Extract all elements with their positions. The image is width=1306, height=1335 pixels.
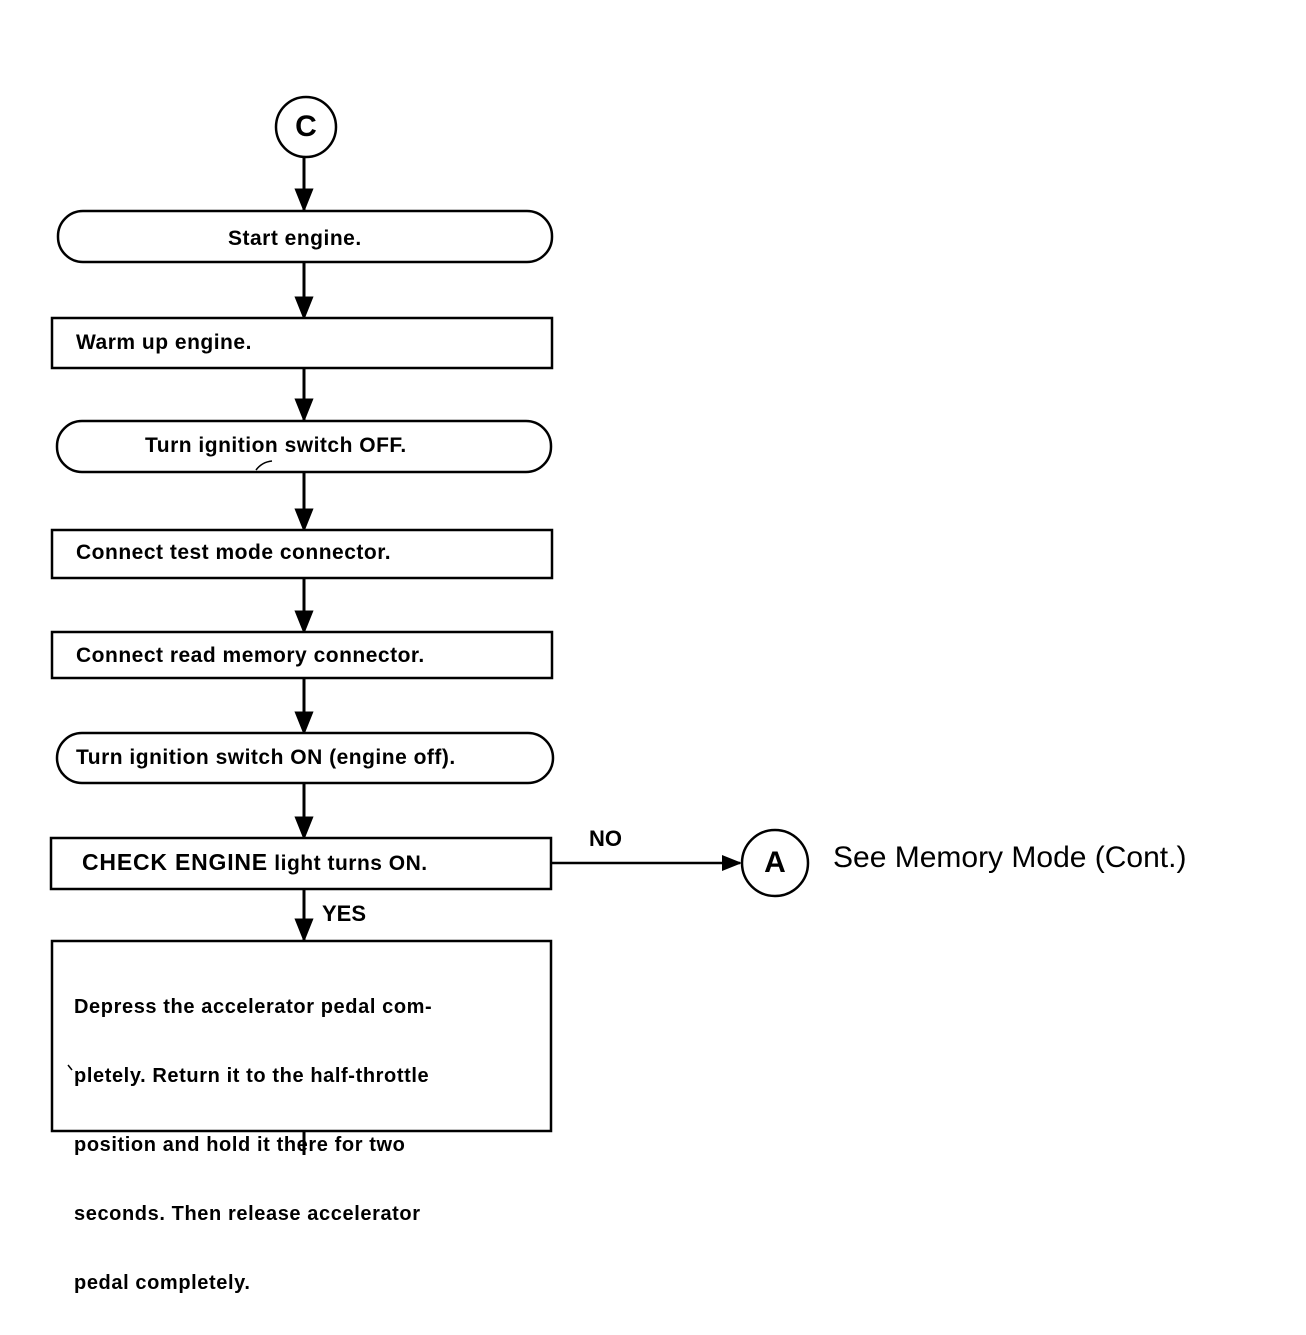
ignition-off-box [55, 419, 553, 474]
step-ignition-on: Turn ignition switch ON (engine off). [76, 746, 456, 769]
read-memory-box [50, 630, 554, 680]
final-step-line: pedal completely. [74, 1271, 251, 1294]
connector-c-circle [274, 95, 338, 159]
connector-c-label: C [295, 110, 317, 143]
ignition-on-box [55, 731, 555, 785]
flowchart-lines [49, 95, 810, 1155]
memory-mode-note: See Memory Mode (Cont.) [833, 841, 1187, 874]
stray-mark [67, 1064, 73, 1071]
step-warm-up-engine: Warm up engine. [76, 331, 252, 354]
warm-up-box [50, 316, 554, 370]
final-step-line: Depress the accelerator pedal com- [74, 995, 433, 1018]
step-connect-read-memory: Connect read memory connector. [76, 644, 425, 667]
step-start-engine: Start engine. [228, 227, 362, 250]
no-label: NO [589, 826, 622, 851]
ignition-off-tick [255, 460, 273, 471]
check-engine-rest: light turns ON. [274, 852, 428, 875]
connector-a-circle [740, 828, 810, 898]
final-step-line: position and hold it there for two [74, 1133, 406, 1156]
final-step-text: Depress the accelerator pedal com- plete… [74, 955, 432, 1335]
final-step-line: seconds. Then release accelerator [74, 1202, 421, 1225]
final-step-line: pletely. Return it to the half-throttle [74, 1064, 430, 1087]
check-engine-strong: CHECK ENGINE [82, 849, 268, 875]
step-ignition-off: Turn ignition switch OFF. [145, 434, 407, 457]
start-engine-box [56, 209, 554, 264]
test-mode-box [50, 528, 554, 580]
step-check-engine-light: CHECK ENGINE light turns ON. [82, 849, 428, 875]
step-connect-test-mode: Connect test mode connector. [76, 541, 392, 564]
depress-pedal-box [50, 939, 553, 1133]
check-engine-box [49, 836, 553, 891]
flowchart: C A Start engine. Warm up engine. Turn i… [49, 95, 1187, 1294]
yes-label: YES [322, 901, 367, 926]
connector-a-label: A [764, 846, 786, 879]
